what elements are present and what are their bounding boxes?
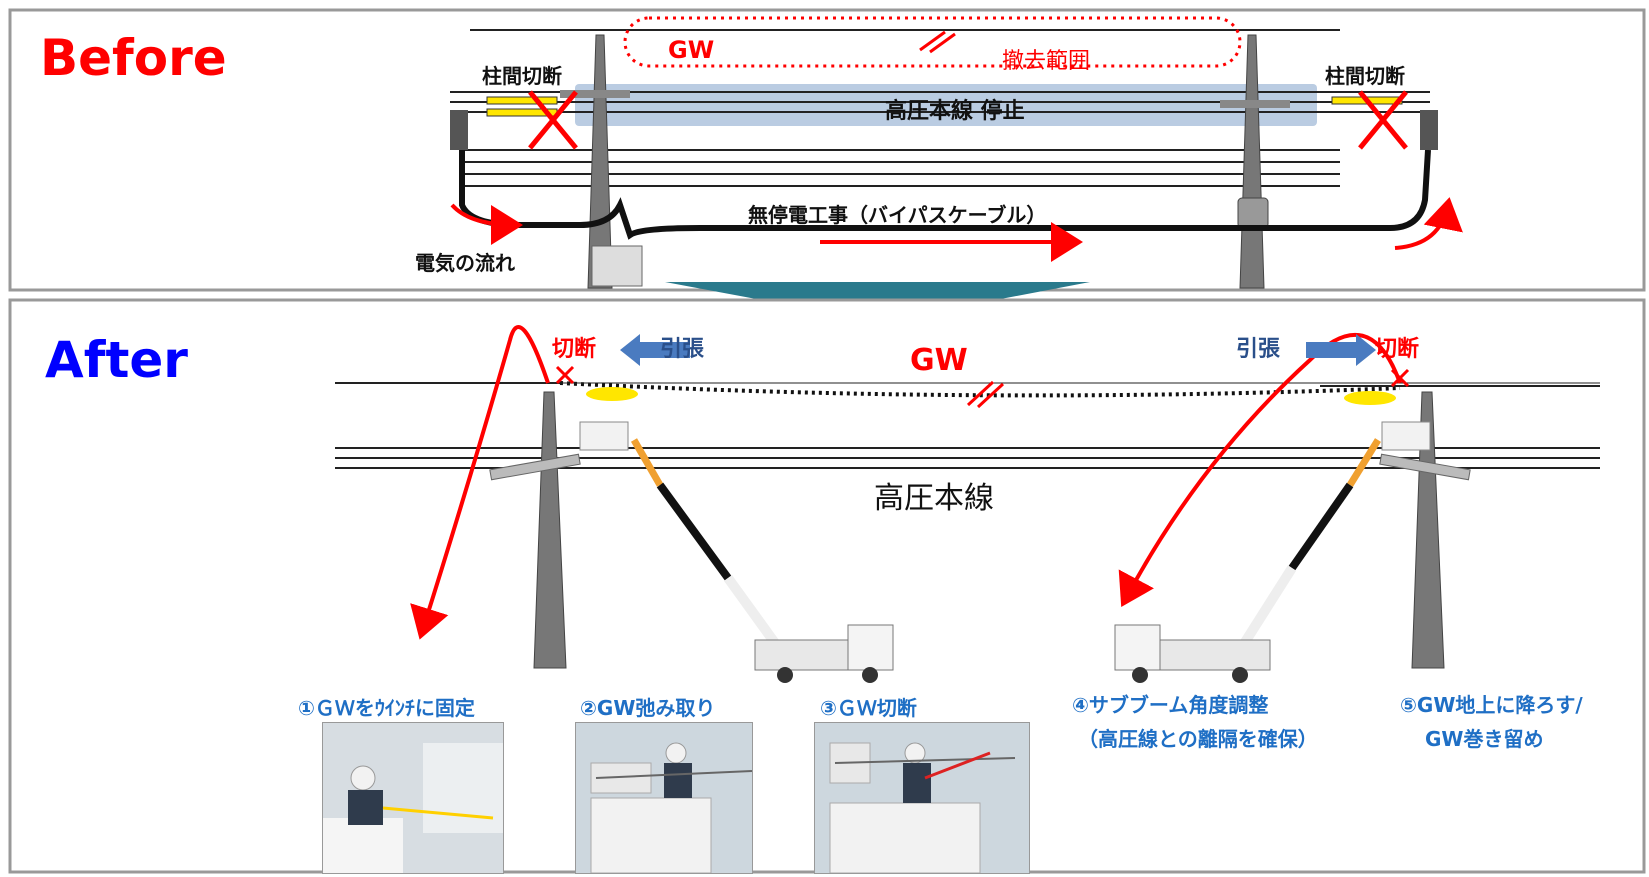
cut-section-left (486, 96, 558, 105)
after-gw-label: GW (910, 343, 968, 378)
boom-right-black (1288, 482, 1354, 571)
hv-stop-highlight (575, 84, 1317, 126)
boom-left-orange (630, 438, 664, 487)
step-5-label-line2: GW巻き留め (1425, 727, 1543, 751)
current-flow-label: 電気の流れ (415, 251, 515, 275)
step-2-label: ②GW弛み取り (580, 696, 715, 720)
boom-left-white (723, 575, 785, 653)
step-1-label: ①ＧＷをｳｲﾝﾁに固定 (298, 696, 475, 720)
worker-photo-illustration (576, 723, 752, 873)
bypass-end-right (1420, 110, 1438, 150)
step-4-label-line1: ④サブブーム角度調整 (1072, 693, 1268, 717)
bucket-truck-right (1114, 624, 1271, 683)
gw-break-mark (929, 32, 956, 54)
step-3-photo (814, 722, 1030, 874)
lower-arrow-right (1118, 333, 1402, 608)
after-hv-line-label: 高圧本線 (874, 481, 994, 516)
after-crossarm-left (489, 453, 581, 481)
gw-break-mark (919, 30, 946, 52)
cut-label-left: 柱間切断 (482, 64, 562, 88)
step-3-label: ③ＧＷ切断 (820, 696, 917, 720)
bucket-truck-left (754, 624, 894, 683)
before-transformer (1237, 197, 1269, 229)
winch-box-left (579, 421, 629, 451)
after-cut-label-left: 切断 (552, 336, 596, 362)
boom-right-orange (1347, 438, 1381, 487)
bypass-end-left (450, 110, 468, 150)
after-crossarm-right (1379, 453, 1471, 481)
after-gw-slack-dotted (559, 381, 1401, 398)
bypass-label: 無停電工事（バイパスケーブル） (748, 203, 1046, 227)
worker-photo-illustration (815, 723, 1029, 873)
after-gw-break-mark (966, 380, 995, 407)
cut-x-right (1358, 90, 1408, 150)
boom-left-black (656, 482, 732, 581)
before-title: Before (40, 29, 227, 87)
step-4-label-line2: （高圧線との離隔を確保） (1078, 727, 1318, 751)
cut-x-left (528, 90, 578, 150)
step-5-label-line1: ⑤GW地上に降ろす/ (1400, 693, 1583, 717)
before-gw-label: GW (668, 36, 714, 64)
cut-label-right: 柱間切断 (1325, 64, 1405, 88)
after-pull-label-right: 引張 (1236, 337, 1281, 362)
lower-arrow-left (410, 325, 550, 640)
step-2-photo (575, 722, 753, 874)
after-cut-x-left (555, 365, 575, 385)
hv-stop-label: 高圧本線 停止 (885, 98, 1025, 124)
before-switch-box (591, 245, 643, 287)
before-crossarm-right (1220, 100, 1290, 108)
after-cut-label-right: 切断 (1375, 336, 1419, 362)
boom-right-white (1235, 565, 1297, 653)
gw-clamp-right (1344, 391, 1396, 405)
pull-arrow-right (1306, 334, 1376, 366)
after-title: After (45, 331, 188, 389)
removal-range-label: 撤去範囲 (1002, 49, 1090, 74)
worker-photo-illustration (323, 723, 503, 873)
after-cut-x-right (1390, 368, 1410, 388)
after-pull-label-left: 引張 (660, 337, 705, 362)
after-gw-break-mark (976, 382, 1005, 409)
step-1-photo (322, 722, 504, 874)
before-crossarm-left (560, 90, 630, 98)
winch-box-right (1381, 421, 1431, 451)
gw-clamp-left (586, 387, 638, 401)
flow-arrow-right (1394, 197, 1463, 250)
pull-arrow-left (620, 334, 690, 366)
flow-arrow-left (450, 203, 523, 245)
